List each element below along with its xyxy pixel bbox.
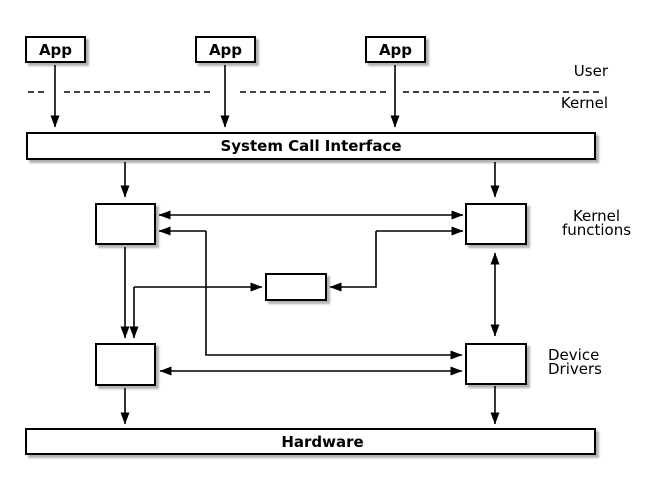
kernel-functions-label: Kernel functions — [530, 207, 660, 239]
device-driver-right-box — [465, 343, 527, 385]
app-box-1: App — [25, 36, 86, 63]
app-box-2: App — [195, 36, 256, 63]
app-label: App — [378, 40, 413, 59]
kernel-functions-label-line1: Kernel — [572, 207, 621, 225]
hardware-label: Hardware — [281, 432, 364, 451]
system-call-interface-label: System Call Interface — [220, 137, 402, 155]
user-label: User — [573, 62, 608, 80]
kernel-functions-label-line2: functions — [561, 221, 632, 239]
hardware-box: Hardware — [25, 428, 596, 455]
kernel-function-right-box — [465, 203, 527, 245]
arrow-elbow-to-dd-right — [205, 231, 463, 360]
kernel-function-left-box — [95, 203, 156, 245]
middle-box — [265, 273, 327, 301]
app-label: App — [38, 40, 73, 59]
system-call-interface-box: System Call Interface — [26, 132, 596, 160]
kernel-label: Kernel — [560, 94, 608, 112]
device-drivers-label-line1: Device — [548, 346, 600, 364]
app-box-3: App — [365, 36, 426, 63]
device-drivers-label: Device Drivers — [548, 346, 602, 378]
app-label: App — [208, 40, 243, 59]
device-drivers-label-line2: Drivers — [548, 360, 602, 378]
device-driver-left-box — [95, 343, 156, 386]
arrow-kernel-right-to-middle — [329, 231, 377, 292]
